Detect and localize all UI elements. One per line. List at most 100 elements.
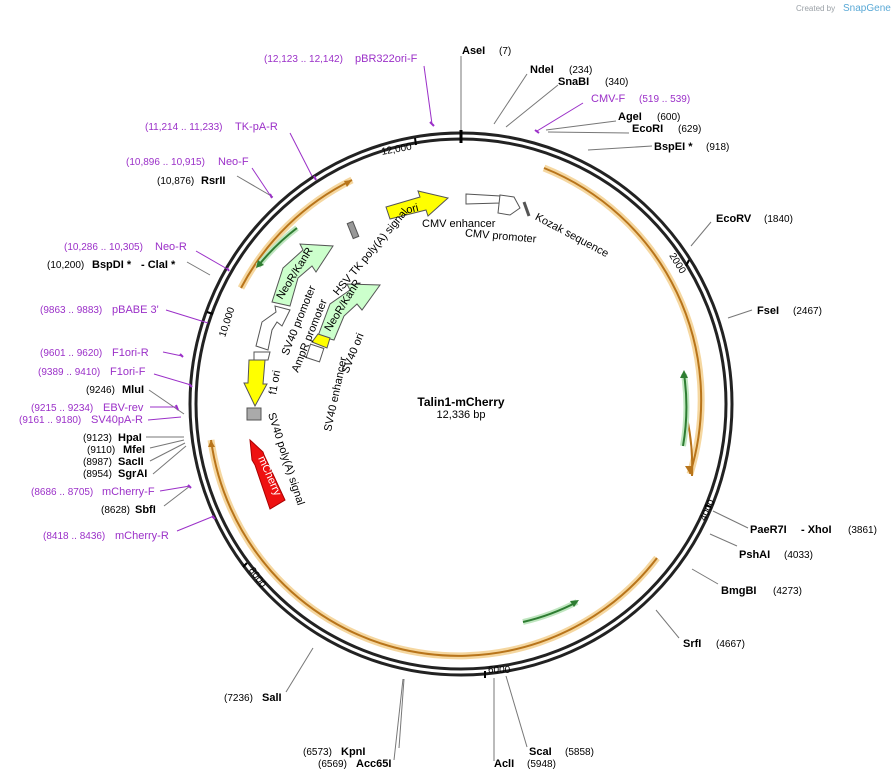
enzyme-pshai-pos: (4033) xyxy=(784,550,813,561)
enzyme-bspdi[interactable]: BspDI * xyxy=(92,259,132,271)
enzyme-rsrii-pos: (10,876) xyxy=(157,176,194,187)
enzyme-ecori-pos: (629) xyxy=(678,124,701,135)
enzyme-bmgbi-pos: (4273) xyxy=(773,586,802,597)
cmv-enhancer-label: CMV enhancer xyxy=(422,218,496,230)
tick-4000: 4000 xyxy=(698,498,718,523)
enzyme-acc65i[interactable]: Acc65I xyxy=(356,758,391,770)
orf-arc-left-line xyxy=(240,179,353,289)
cmv-promoter-arrow xyxy=(497,194,521,216)
primer-leaders xyxy=(147,65,584,532)
primer-neo-f[interactable]: Neo-F xyxy=(218,156,249,168)
enzyme-fsei[interactable]: FseI xyxy=(757,305,779,317)
primer-pbr322ori-f[interactable]: pBR322ori-F xyxy=(355,53,418,65)
primer-sv40pa-r[interactable]: SV40pA-R xyxy=(91,414,143,426)
sv40-enhancer-box xyxy=(305,343,325,363)
sv40-ori-box xyxy=(311,333,331,349)
created-by-text: Created by xyxy=(796,4,835,13)
tick-12000: 12,000 xyxy=(381,142,413,158)
enzyme-ecorv[interactable]: EcoRV xyxy=(716,213,752,225)
primer-pbr322ori-f-range: (12,123 .. 12,142) xyxy=(264,54,343,65)
enzyme-sgrai[interactable]: SgrAI xyxy=(118,468,147,480)
cmv-enhancer-box xyxy=(465,193,501,205)
primer-cmv-f-range: (519 .. 539) xyxy=(639,94,690,105)
enzyme-sbfi[interactable]: SbfI xyxy=(135,504,156,516)
enzyme-kpni[interactable]: KpnI xyxy=(341,746,365,758)
f1-ori-label: f1 ori xyxy=(267,369,283,395)
enzyme-pshai[interactable]: PshAI xyxy=(739,549,770,561)
primer-f1ori-f[interactable]: F1ori-F xyxy=(110,366,146,378)
primer-f1ori-f-range: (9389 .. 9410) xyxy=(38,367,100,378)
primer-mcherry-f-range: (8686 .. 8705) xyxy=(31,487,93,498)
enzyme-snabi[interactable]: SnaBI xyxy=(558,76,589,88)
primer-tk-pa-r[interactable]: TK-pA-R xyxy=(235,121,278,133)
plasmid-size: 12,336 bp xyxy=(437,409,486,421)
orf-arc-bottom xyxy=(207,439,660,660)
enzyme-mlui[interactable]: MluI xyxy=(122,384,144,396)
ori-label: ori xyxy=(405,202,420,217)
enzyme-kpni-pos: (6573) xyxy=(303,747,332,758)
enzyme-bspei[interactable]: BspEI * xyxy=(654,141,693,153)
primer-neo-r[interactable]: Neo-R xyxy=(155,241,187,253)
enzyme-bspei-pos: (918) xyxy=(706,142,729,153)
plasmid-name: Talin1-mCherry xyxy=(417,395,504,409)
enzyme-mfei-pos: (9110) xyxy=(87,445,115,456)
sv40-polya-box xyxy=(246,407,262,421)
mcherry-arrow xyxy=(249,438,286,510)
enzyme-acli[interactable]: AclI xyxy=(494,758,514,770)
kozak-label: Kozak sequence xyxy=(533,211,610,260)
enzyme-scai[interactable]: ScaI xyxy=(529,746,552,758)
enzyme-srfi[interactable]: SrfI xyxy=(683,638,701,650)
enzyme-ecorv-pos: (1840) xyxy=(764,214,793,225)
orf-arc-bottom-line xyxy=(210,439,658,657)
enzyme-agei[interactable]: AgeI xyxy=(618,111,642,123)
primer-ebv-rev-range: (9215 .. 9234) xyxy=(31,403,93,414)
primer-f1ori-r[interactable]: F1ori-R xyxy=(112,347,149,359)
enzyme-mfei[interactable]: MfeI xyxy=(123,444,145,456)
kozak-mark xyxy=(522,201,531,217)
primer-mcherry-f[interactable]: mCherry-F xyxy=(102,486,155,498)
enzyme-asei[interactable]: AseI xyxy=(462,45,485,57)
enzyme-paer7i[interactable]: PaeR7I xyxy=(750,524,787,536)
snapgene-logo: SnapGene xyxy=(843,3,891,14)
enzyme-acli-pos: (5948) xyxy=(527,759,556,770)
neor-inner-arrow xyxy=(317,283,381,341)
enzyme-xhoi[interactable]: - XhoI xyxy=(801,524,832,536)
ampr-promoter-box xyxy=(253,351,271,361)
primer-mcherry-r[interactable]: mCherry-R xyxy=(115,530,169,542)
primer-tk-pa-r-range: (11,214 .. 11,233) xyxy=(145,122,222,133)
enzyme-sgrai-pos: (8954) xyxy=(83,469,112,480)
enzyme-paer7i-pos: (3861) xyxy=(848,525,877,536)
enzyme-bmgbi[interactable]: BmgBI xyxy=(721,585,756,597)
enzyme-ecori[interactable]: EcoRI xyxy=(632,123,663,135)
neor-outer-arrow xyxy=(271,243,334,307)
hsv-tk-box xyxy=(346,220,360,240)
enzyme-sali-pos: (7236) xyxy=(224,693,253,704)
cmv-promoter-label: CMV promoter xyxy=(465,227,538,245)
tick-10000: 10,000 xyxy=(217,306,237,339)
enzyme-asei-pos: (7) xyxy=(499,46,511,57)
enzyme-hpai-pos: (9123) xyxy=(83,433,112,444)
enzyme-leaders xyxy=(146,56,753,761)
primer-neo-f-range: (10,896 .. 10,915) xyxy=(126,157,205,168)
enzyme-hpai[interactable]: HpaI xyxy=(118,432,142,444)
enzyme-mlui-pos: (9246) xyxy=(86,385,115,396)
primer-neo-r-range: (10,286 .. 10,305) xyxy=(64,242,143,253)
enzyme-bspdi-pos: (10,200) xyxy=(47,260,84,271)
primer-cmv-f[interactable]: CMV-F xyxy=(591,93,626,105)
enzyme-sacii-pos: (8987) xyxy=(83,457,112,468)
sv40-promoter-arrow xyxy=(255,305,291,351)
enzyme-srfi-pos: (4667) xyxy=(716,639,745,650)
primer-ebv-rev[interactable]: EBV-rev xyxy=(103,402,144,414)
enzyme-ndei[interactable]: NdeI xyxy=(530,64,554,76)
primer-pbabe3[interactable]: pBABE 3' xyxy=(112,304,159,316)
enzyme-rsrii[interactable]: RsrII xyxy=(201,175,225,187)
enzyme-clai[interactable]: - ClaI * xyxy=(141,259,176,271)
primer-f1ori-r-range: (9601 .. 9620) xyxy=(40,348,102,359)
enzyme-fsei-pos: (2467) xyxy=(793,306,822,317)
enzyme-sali[interactable]: SalI xyxy=(262,692,282,704)
sv40-enhancer-label: SV40 enhancer xyxy=(322,356,350,433)
enzyme-sacii[interactable]: SacII xyxy=(118,456,144,468)
hsv-tk-label: HSV TK poly(A) signal xyxy=(331,207,410,298)
tick-6000: 6000 xyxy=(488,665,511,676)
